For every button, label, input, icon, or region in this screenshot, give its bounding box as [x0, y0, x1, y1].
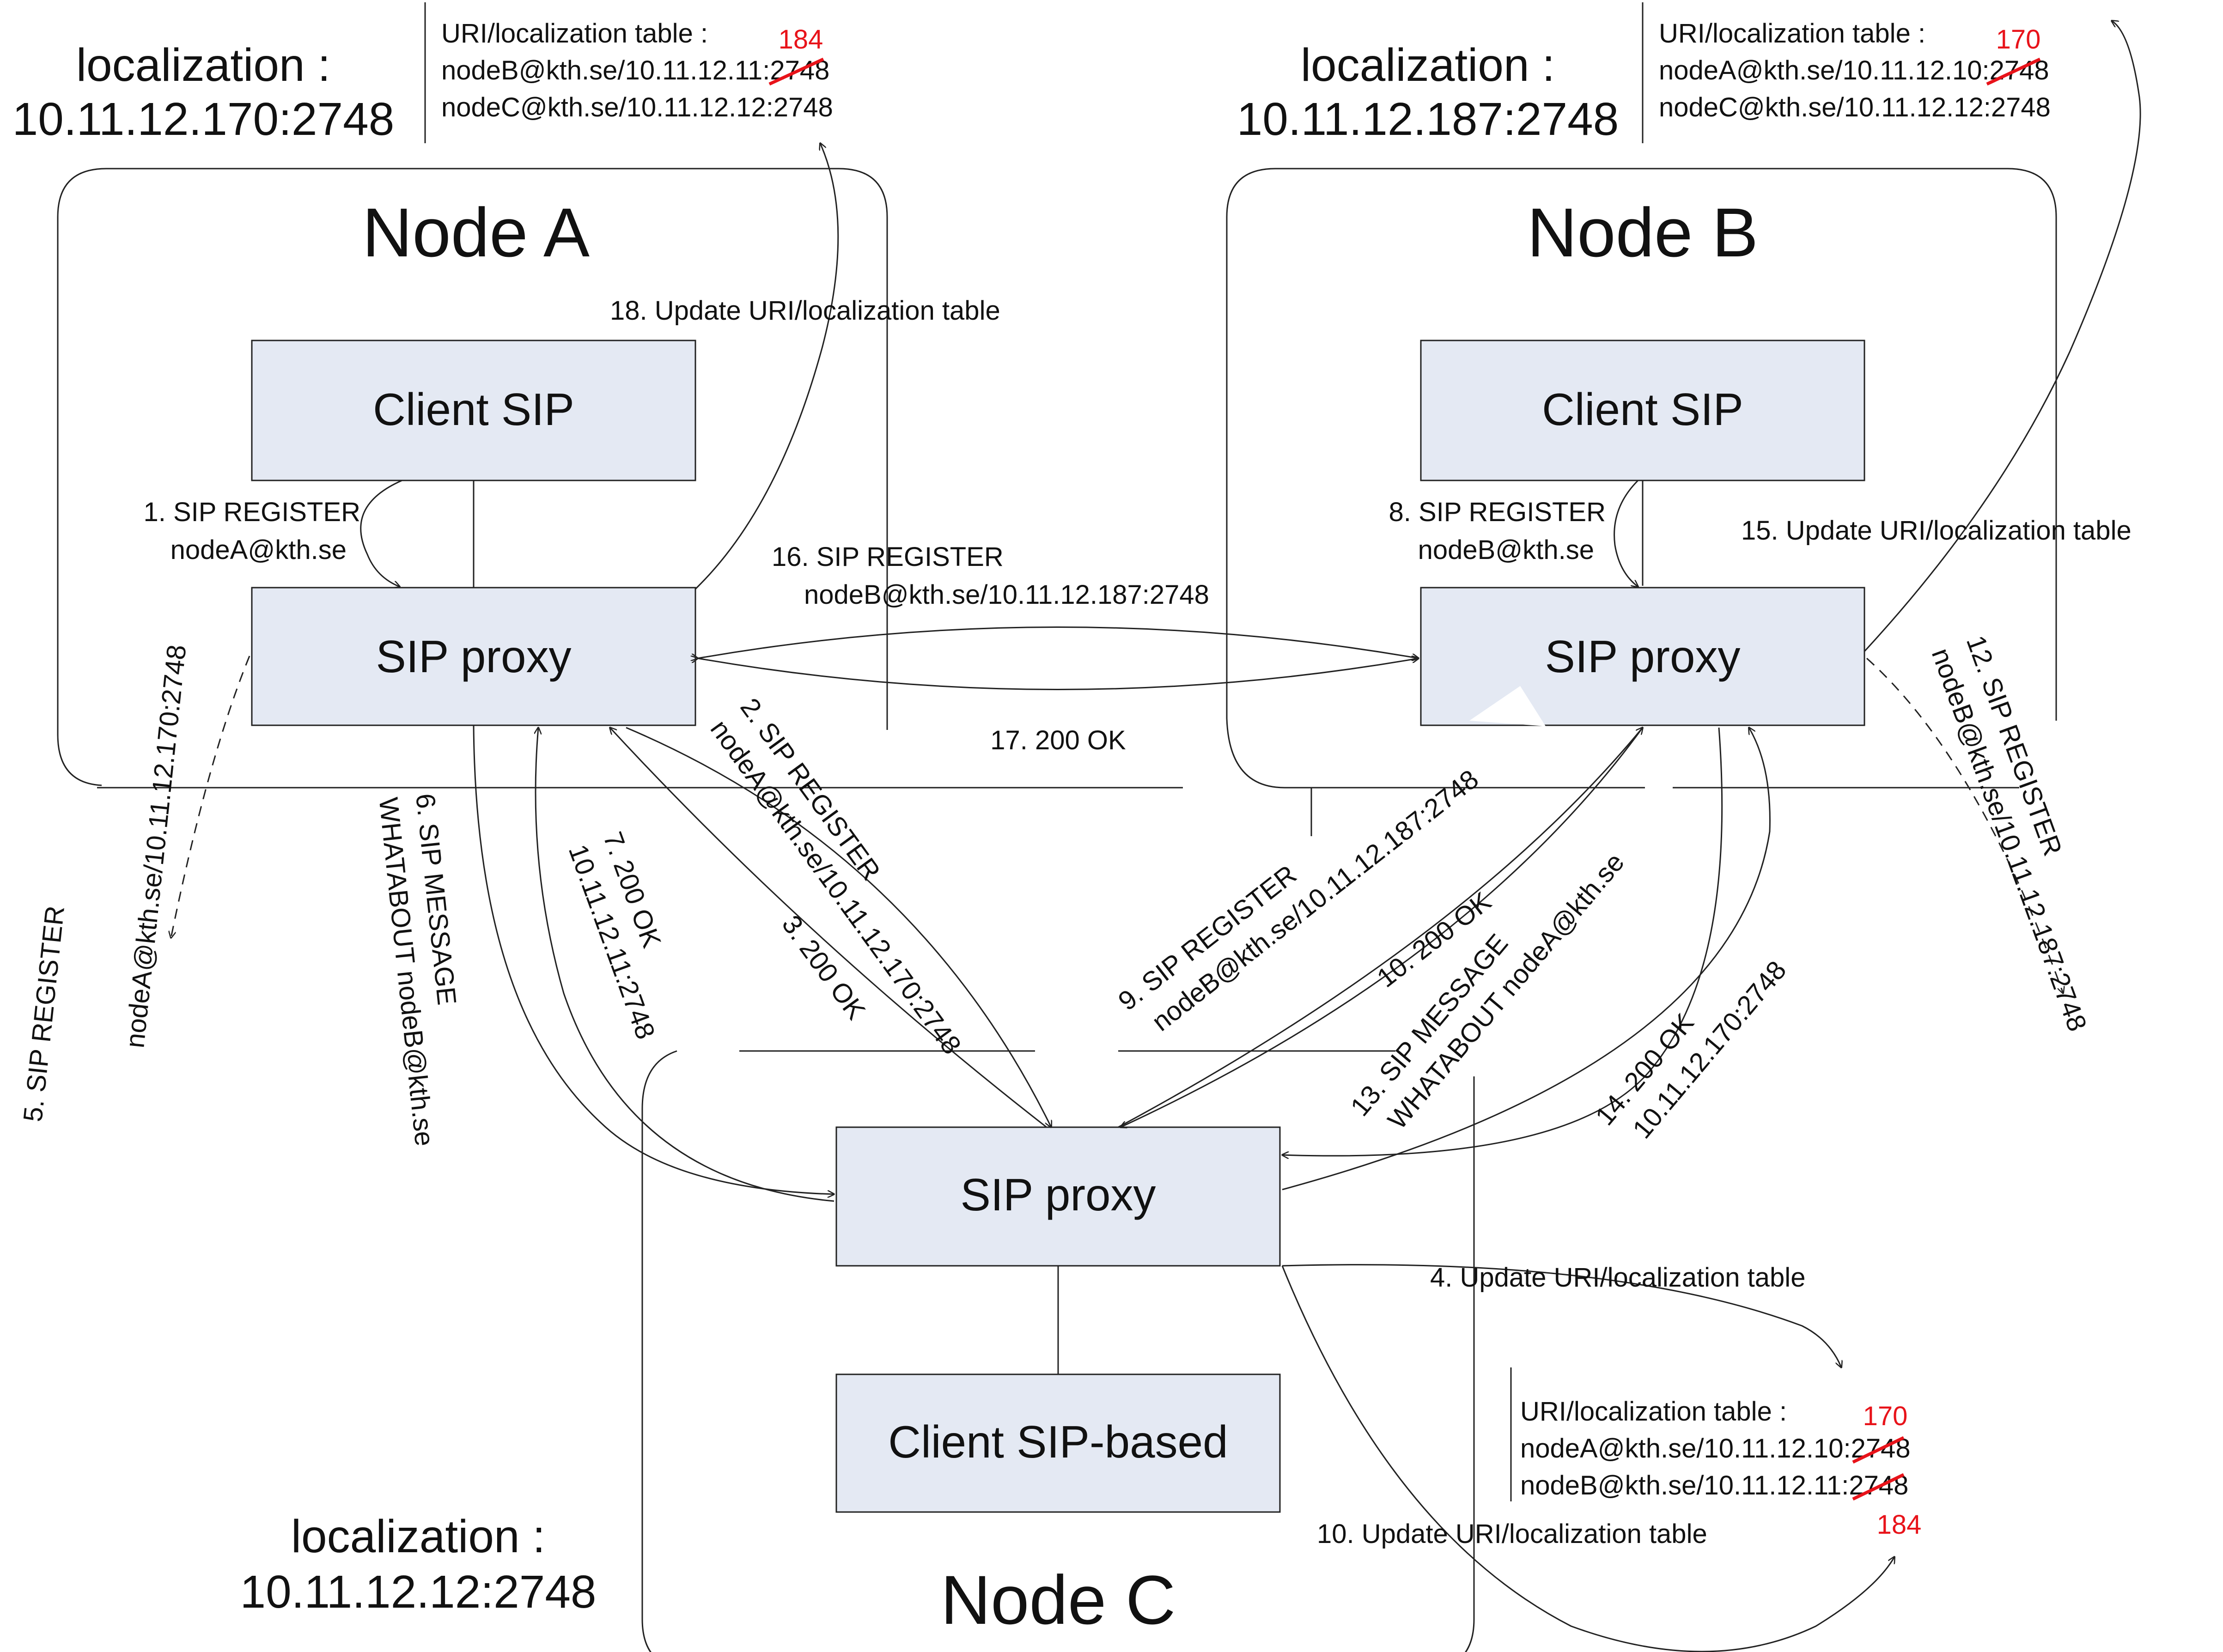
table-new-value: 184	[1877, 1510, 1922, 1540]
svg-text:5. SIP REGISTER: 5. SIP REGISTER	[18, 905, 70, 1124]
table-row: nodeB@kth.se/10.11.12.11:2748	[1520, 1470, 1908, 1500]
strike-mark	[768, 57, 824, 86]
node-a-frame	[57, 168, 888, 786]
arrow-12	[1866, 657, 2063, 993]
msg-1-line1: 1. SIP REGISTER	[143, 497, 360, 527]
arrow-3	[610, 728, 1047, 1128]
table-row: nodeC@kth.se/10.11.12.12:2748	[1659, 92, 2051, 122]
msg-10-update: 10. Update URI/localization table	[1317, 1519, 1707, 1549]
msg-4: 4. Update URI/localization table	[1430, 1263, 1805, 1293]
msg-6: 6. SIP MESSAGE WHATABOUT nodeB@kth.se	[373, 792, 462, 1148]
node-c-client-label: Client SIP-based	[888, 1416, 1228, 1467]
arrow-15	[1864, 21, 2141, 652]
table-header: URI/localization table :	[1520, 1397, 1787, 1427]
node-c-title: Node C	[941, 1561, 1176, 1639]
node-b-localization-addr: 10.11.12.187:2748	[1237, 93, 1619, 145]
table-header: URI/localization table :	[1659, 18, 1925, 49]
table-row: nodeA@kth.se/10.11.12.10:2748	[1520, 1433, 1911, 1464]
msg-16-line2: nodeB@kth.se/10.11.12.187:2748	[804, 580, 1209, 610]
strike-mark	[1852, 1473, 1905, 1501]
node-b-client-label: Client SIP	[1542, 384, 1743, 435]
node-b-localization-label: localization :	[1301, 39, 1555, 91]
node-c-frame	[641, 1050, 1475, 1652]
node-b-title: Node B	[1527, 194, 1758, 271]
arrow-18	[694, 143, 839, 590]
table-new-value: 184	[779, 24, 823, 55]
arrow-6	[473, 725, 834, 1194]
msg-5: 5. SIP REGISTER	[18, 905, 70, 1124]
svg-text:WHATABOUT nodeA@kth.se: WHATABOUT nodeA@kth.se	[1382, 847, 1630, 1135]
msg-8-line2: nodeB@kth.se	[1418, 535, 1594, 565]
arrow-9	[1118, 728, 1643, 1128]
node-a-localization-addr: 10.11.12.170:2748	[12, 93, 395, 145]
msg-7: 7. 200 OK 10.11.12.11:2748	[563, 828, 667, 1043]
msg-16-line1: 16. SIP REGISTER	[772, 542, 1004, 572]
arrow-10	[1121, 727, 1644, 1127]
node-b-frame	[1226, 168, 2057, 721]
node-c-proxy-label: SIP proxy	[960, 1169, 1156, 1220]
table-header: URI/localization table :	[441, 18, 708, 49]
table-new-value: 170	[1996, 24, 2041, 55]
arrow-10b	[1281, 1265, 1894, 1652]
node-c-localization-addr: 10.11.12.12:2748	[240, 1566, 596, 1618]
msg-1-line2: nodeA@kth.se	[171, 535, 347, 565]
node-b-proxy-label: SIP proxy	[1545, 631, 1740, 682]
msg-12: 12. SIP REGISTER nodeB@kth.se/10.11.12.1…	[1926, 632, 2093, 1035]
node-b-uri-table: URI/localization table : nodeA@kth.se/10…	[1659, 18, 2051, 122]
node-a-client-box	[251, 340, 696, 481]
arrow-14	[1282, 728, 1771, 1190]
node-a-title: Node A	[362, 194, 590, 271]
table-new-value: 170	[1863, 1401, 1908, 1431]
arrow-7	[536, 728, 834, 1202]
msg-14: 14. 200 OK 10.11.12.170:2748	[1590, 955, 1792, 1144]
node-a-client-label: Client SIP	[373, 384, 574, 435]
node-c-client-box	[835, 1373, 1281, 1513]
svg-text:nodeA@kth.se/10.11.12.170:2748: nodeA@kth.se/10.11.12.170:2748	[120, 643, 192, 1049]
node-a-proxy-box	[251, 587, 696, 726]
arrow-17	[698, 658, 1419, 690]
node-b-proxy-box	[1420, 587, 1865, 726]
node-a-proxy-label: SIP proxy	[376, 631, 571, 682]
table-row: nodeA@kth.se/10.11.12.10:2748	[1659, 55, 2049, 85]
table-row: nodeB@kth.se/10.11.12.11:2748	[441, 55, 829, 85]
arrow-1	[360, 480, 402, 587]
msg-15: 15. Update URI/localization table	[1741, 516, 2132, 546]
arrow-4	[1282, 1264, 1841, 1367]
node-c-localization-label: localization :	[291, 1511, 545, 1562]
arrow-13	[1282, 727, 1723, 1156]
node-a-uri-table: URI/localization table : nodeB@kth.se/10…	[441, 18, 833, 122]
node-a-localization-label: localization :	[76, 39, 330, 91]
msg-5-top: nodeA@kth.se/10.11.12.170:2748	[120, 643, 192, 1049]
arrow-5	[171, 656, 250, 938]
msg-9: 9. SIP REGISTER nodeB@kth.se/10.11.12.18…	[1113, 764, 1484, 1037]
arrow-8	[1614, 480, 1638, 587]
strike-mark	[1852, 1436, 1905, 1464]
node-c-uri-table: URI/localization table : 170 nodeA@kth.s…	[1520, 1397, 1921, 1540]
msg-8-line1: 8. SIP REGISTER	[1389, 497, 1606, 527]
msg-18: 18. Update URI/localization table	[610, 296, 1000, 326]
table-row: nodeC@kth.se/10.11.12.12:2748	[441, 92, 833, 122]
arrow-2	[626, 727, 1051, 1127]
node-b-frame-bottom	[1226, 718, 1377, 789]
arrow-16	[698, 626, 1419, 659]
node-c-proxy-box	[835, 1126, 1281, 1267]
strike-mark	[1986, 57, 2041, 86]
msg-17: 17. 200 OK	[990, 725, 1126, 755]
node-b-proxy-notch	[1469, 686, 1546, 726]
